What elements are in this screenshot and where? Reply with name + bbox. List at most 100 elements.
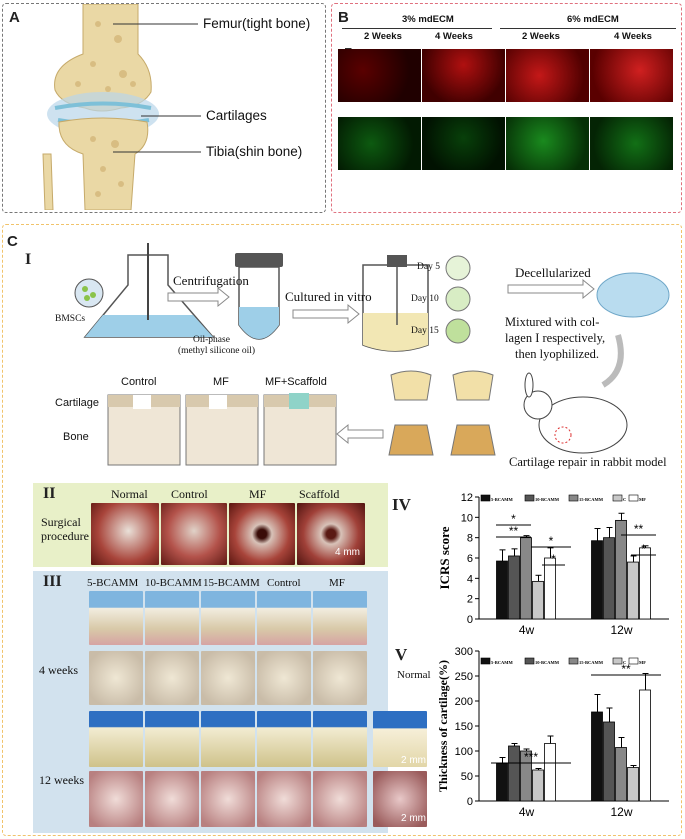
histology-photo-normal-2 [373, 771, 427, 827]
panel-a-label: A [9, 9, 20, 26]
x-category-label: 4w [519, 623, 535, 637]
chart-iv-label: IV [392, 495, 411, 514]
legend-label: MF [639, 497, 646, 502]
label-mf-model: MF [213, 376, 229, 388]
legend-label: 15-BCAMM [579, 660, 604, 665]
label-4-weeks: 4 weeks [39, 663, 78, 677]
col-10-bcamm: 10-BCAMM [145, 577, 202, 589]
significance-label: * [511, 512, 516, 526]
col-2-weeks-b: 2 Weeks [522, 31, 560, 42]
panel-b: B 3% mdECM 6% mdECM 2 Weeks 4 Weeks 2 We… [331, 3, 682, 213]
histology-photo-r2-c1 [89, 651, 143, 705]
panel-c: C I [2, 224, 682, 836]
label-mix-3: then lyophilized. [515, 347, 600, 361]
label-centrifugation: Centrifugation [173, 273, 249, 288]
histology-photo-r2-c4 [257, 651, 311, 705]
bar [603, 721, 615, 802]
label-cartilage: Cartilage [55, 397, 100, 409]
bar [591, 711, 603, 802]
legend-swatch [568, 494, 579, 502]
bar [496, 763, 508, 802]
fluor-col1-6pct-2w [506, 117, 589, 170]
bar [520, 537, 532, 620]
histology-photo-r2-c5 [313, 651, 367, 705]
label-mf-scaffold-model: MF+Scaffold [265, 376, 327, 388]
col-control-iii: Control [267, 577, 301, 589]
legend-label: 15-BCAMM [579, 497, 604, 502]
bar [532, 769, 544, 802]
legend-swatch [628, 494, 639, 502]
legend-swatch [480, 657, 491, 665]
y-tick-label: 50 [461, 771, 473, 783]
histology-photo-normal-1 [373, 711, 427, 767]
legend-label: 10-BCAMM [535, 660, 560, 665]
legend-label: 10-BCAMM [535, 497, 560, 502]
label-procedure: procedure [41, 529, 89, 543]
histology-photo-r3-c1 [89, 711, 143, 767]
significance-label: * [551, 552, 556, 566]
histology-photo-r1-c2 [145, 591, 199, 645]
label-normal-iii: Normal [397, 669, 431, 681]
label-femur: Femur(tight bone) [203, 16, 311, 31]
legend-swatch [612, 494, 623, 502]
label-cultured: Cultured in vitro [285, 289, 372, 304]
y-tick-label: 100 [455, 746, 473, 758]
bar [603, 537, 615, 620]
label-day-5: Day 5 [417, 262, 440, 272]
label-mix-2: lagen I respectively, [505, 331, 606, 345]
label-decellularized: Decellularized [515, 265, 591, 280]
scale-4mm: 4 mm [335, 547, 360, 558]
bar [639, 689, 651, 802]
section-ii-label: II [43, 485, 56, 502]
label-oil-detail: (methyl silicone oil) [178, 346, 256, 356]
histology-photo-r1-c4 [257, 591, 311, 645]
section-i-label: I [25, 251, 32, 268]
histology-photo-r3-c4 [257, 711, 311, 767]
col-15-bcamm: 15-BCAMM [203, 577, 260, 589]
significance-label: *** [524, 750, 538, 764]
y-tick-label: 0 [467, 796, 473, 808]
label-oil-phase: Oil-phase [193, 335, 230, 345]
histology-photo-r1-c3 [201, 591, 255, 645]
col-5-bcamm: 5-BCAMM [87, 577, 139, 589]
label-12-weeks: 12 weeks [39, 773, 84, 787]
histology-photo-r1-c1 [89, 591, 143, 645]
bar [544, 557, 556, 620]
label-repair-model: Cartilage repair in rabbit model [509, 455, 667, 469]
col-mf: MF [249, 487, 267, 501]
y-axis-label: ICRS score [437, 526, 452, 589]
x-category-label: 12w [610, 623, 632, 637]
legend-swatch [524, 657, 535, 665]
legend-label: MF [639, 660, 646, 665]
bar [544, 743, 556, 802]
histology-photo-r1-c5 [313, 591, 367, 645]
photo-mf [229, 503, 295, 565]
significance-label: ** [621, 662, 631, 676]
label-bone: Bone [63, 431, 89, 443]
bar [615, 747, 627, 802]
group-6-mdecm: 6% mdECM [567, 14, 619, 25]
panel-a: A Femur(tight bone) Cartilages Tibia(shi… [2, 3, 326, 213]
y-tick-label: 0 [467, 614, 473, 626]
bar [627, 767, 639, 802]
label-day-15: Day 15 [411, 326, 439, 336]
significance-label: ** [634, 522, 644, 536]
col-4-weeks-b: 4 Weeks [614, 31, 652, 42]
fluor-col2-6pct-2w [506, 49, 589, 102]
knee-illustration [42, 4, 201, 210]
legend-label: 5-BCAMM [491, 660, 513, 665]
histology-photo-r4-c3 [201, 771, 255, 827]
col-2-weeks-a: 2 Weeks [364, 31, 402, 42]
y-tick-label: 8 [467, 533, 473, 545]
bar [508, 745, 520, 802]
histology-photo-r4-c1 [89, 771, 143, 827]
y-tick-label: 250 [455, 671, 473, 683]
histology-photo-r3-c2 [145, 711, 199, 767]
histology-photo-r2-c2 [145, 651, 199, 705]
histology-photo-r4-c4 [257, 771, 311, 827]
x-category-label: 12w [610, 805, 632, 819]
bar [615, 519, 627, 620]
col-control: Control [171, 487, 208, 501]
